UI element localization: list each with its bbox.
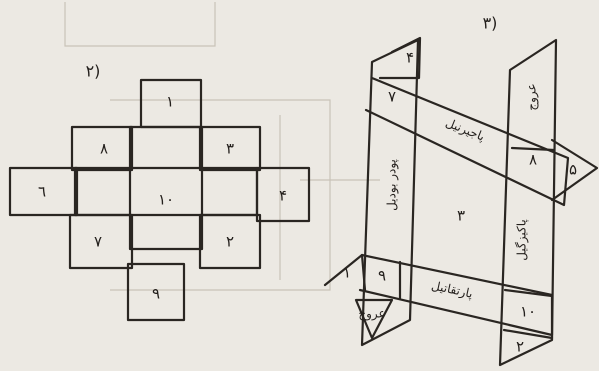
faint-background-lines <box>64 2 380 291</box>
left-net-figure: ۲) ۱ ۸ ۳ ٦ ۱۰ ۴ ۷ ۲ ۹ <box>8 62 311 322</box>
left-strip-top-label: ۷ <box>388 88 396 106</box>
lower-band-text: پارتقاتیل <box>430 278 474 301</box>
right-strip-bottom-label: ۱۰ <box>520 303 536 321</box>
bottom-tab-left-label: عروج <box>358 307 385 322</box>
cell-far-left-label: ٦ <box>38 183 46 201</box>
right-net-outline <box>323 36 599 367</box>
right-tab-label: ۵ <box>569 161 577 179</box>
cell-upper-left-label: ۸ <box>100 140 108 158</box>
top-tab-label: ۴ <box>406 49 414 67</box>
left-net-outline <box>8 78 311 322</box>
cell-center-label: ۱۰ <box>158 191 174 209</box>
right-strip-top-label: عروج <box>525 83 540 110</box>
cell-upper-right-label: ۳ <box>226 140 234 158</box>
cell-lower-right-label: ۲ <box>226 233 234 251</box>
left-figure-heading: ۲) <box>86 62 101 81</box>
center-label: ۳ <box>457 207 465 225</box>
cell-bottom-label: ۹ <box>152 285 160 303</box>
right-net-figure: ۳) ۴ ۷ پودر بودیل پاجیرنی <box>323 14 599 367</box>
right-strip-mid-label: ۸ <box>529 151 537 169</box>
cell-top-label: ۱ <box>166 93 174 111</box>
left-strip-text: پودر بودیل <box>385 159 400 211</box>
right-strip-text: پاکیزگیل <box>515 219 530 260</box>
bottom-tab-right-label: ۲ <box>516 338 524 356</box>
lower-left-tab-label: ۱ <box>343 264 351 282</box>
lower-left-cell-label: ۹ <box>378 267 386 285</box>
cell-far-right-label: ۴ <box>279 187 287 205</box>
upper-band-text: پاجیرنیل <box>443 115 486 144</box>
right-figure-heading: ۳) <box>483 14 498 33</box>
cell-lower-left-label: ۷ <box>94 233 102 251</box>
